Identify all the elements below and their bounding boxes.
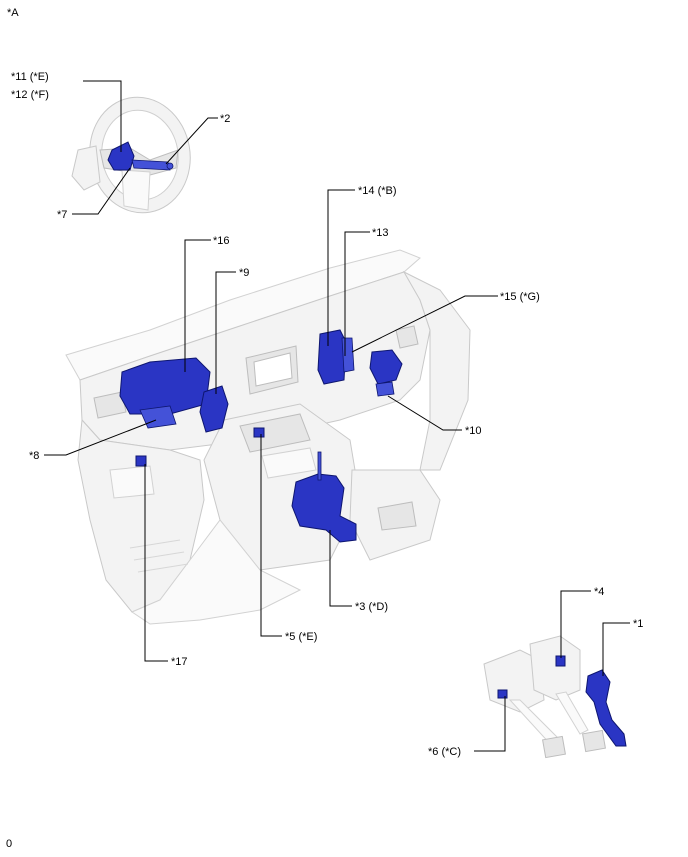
callout-15: *15 (*G) [500, 291, 540, 303]
component-5 [253, 427, 265, 438]
callout-16: *16 [213, 235, 230, 247]
callout-10: *10 [465, 425, 482, 437]
component-17 [135, 455, 147, 467]
component-9 [199, 385, 229, 433]
accelerator-pedal-component [585, 669, 627, 747]
figure-code: 0 [6, 838, 12, 850]
callout-11: *11 (*E) [11, 71, 49, 83]
callout-6: *6 (*C) [428, 746, 461, 758]
callout-12: *12 (*F) [11, 89, 49, 101]
callout-7: *7 [57, 209, 67, 221]
callout-2: *2 [220, 113, 230, 125]
callout-14: *14 (*B) [358, 185, 397, 197]
steering-wheel-illustration [71, 96, 191, 214]
callout-4: *4 [594, 586, 604, 598]
view-label: *A [7, 7, 19, 19]
callout-8: *8 [29, 450, 39, 462]
callout-3: *3 (*D) [355, 601, 388, 613]
callout-1: *1 [633, 618, 643, 630]
callout-13: *13 [372, 227, 389, 239]
callout-17: *17 [171, 656, 188, 668]
callout-5: *5 (*E) [285, 631, 317, 643]
shift-lever-component [291, 451, 357, 543]
component-6 [497, 689, 508, 699]
callout-9: *9 [239, 267, 249, 279]
component-15 [369, 349, 403, 397]
vehicle-interior-illustration [65, 249, 471, 625]
steering-switch-component [107, 141, 174, 171]
leader-lines [44, 80, 630, 752]
